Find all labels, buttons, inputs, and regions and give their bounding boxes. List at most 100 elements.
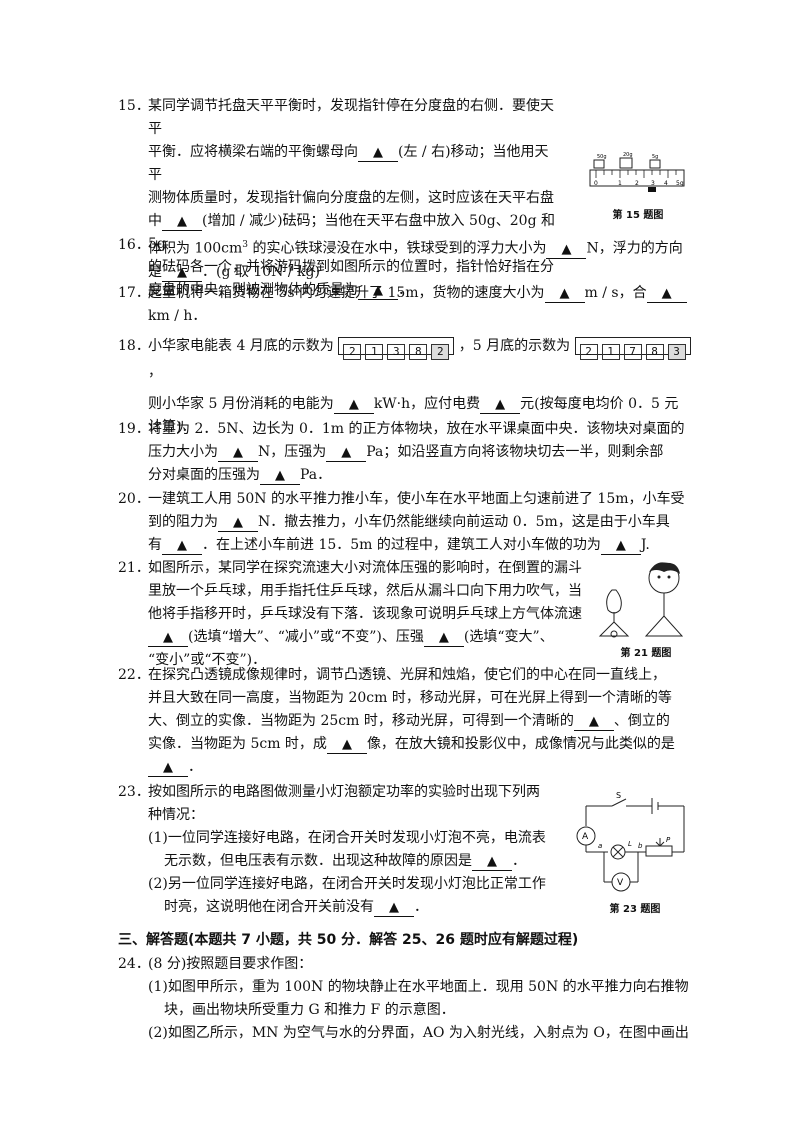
q23-case-1: (1)一位同学连接好电路，在闭合开关时发现小灯泡不亮，电流表 无示数，但电压表有…: [148, 830, 546, 871]
q21-line-4: ▲(选填“增大”、“减小”或“不变”)、压强▲(选填“变大”、: [148, 626, 588, 649]
svg-text:P: P: [666, 836, 671, 844]
rider-marker: [648, 187, 656, 192]
q15-line-2: 平衡．应将横梁右端的平衡螺母向▲(左 / 右)移动；当他用天平: [148, 144, 549, 183]
q23-case-2: (2)另一位同学连接好电路，在闭合开关时发现小灯泡比正常工作 时亮，这说明他在闭…: [148, 876, 546, 917]
question-number: 17．: [118, 285, 150, 301]
answer-blank[interactable]: ▲: [646, 286, 687, 303]
figure-15: 50g 20g 5g 0 1 2 3 4 5g 第 15 题图: [588, 150, 688, 222]
q19-line-2: 压力大小为▲N，压强为▲Pa；如沿竖直方向将该物块切去一半，则剩余部: [148, 444, 664, 462]
question-number: 18．: [118, 338, 150, 354]
answer-blank[interactable]: ▲: [218, 515, 258, 532]
answer-blank[interactable]: ▲: [260, 468, 300, 485]
q15-line-5: 的砝码各一个，并将游码拨到如图所示的位置时，指针恰好指在分: [148, 259, 554, 275]
q16-line-2: 是▲．(g 取 10N / kg): [148, 263, 320, 282]
q22-line-1: 在探究凸透镜成像规律时，调节凸透镜、光屏和烛焰，使它们的中心在同一直线上，: [148, 667, 666, 683]
answer-blank[interactable]: ▲: [546, 242, 587, 259]
q24-line-1: (8 分)按照题目要求作图：: [148, 956, 313, 972]
q17-line-2: km / h．: [148, 308, 207, 324]
svg-text:L: L: [628, 840, 632, 848]
weight-label: 50g: [597, 154, 607, 160]
answer-blank[interactable]: ▲: [148, 760, 188, 777]
ammeter-label: A: [582, 832, 589, 842]
q15-line-4: 中▲(增加 / 减少)砝码；当他在天平右盘中放入 50g、20g 和 5g: [148, 213, 555, 252]
answer-blank[interactable]: ▲: [472, 854, 512, 871]
question-number: 19．: [118, 421, 150, 437]
q21-line-5: “变小”或“不变”)．: [148, 652, 267, 668]
voltmeter-label: V: [617, 878, 624, 888]
answer-blank[interactable]: ▲: [162, 214, 202, 231]
scale-tick-label: 2: [635, 180, 639, 187]
figure-caption: 第 15 题图: [612, 210, 664, 221]
q17-line-1: 起重机将一箱货物在 5s 内匀速提升了 15m，货物的速度大小为▲m / s，合…: [148, 282, 693, 305]
q15-line-1: 某同学调节托盘天平平衡时，发现指针停在分度盘的右侧．要使天平: [148, 98, 554, 137]
scale-tick-label: 3: [651, 180, 655, 187]
answer-blank[interactable]: ▲: [162, 538, 202, 555]
q19-line-3: 分对桌面的压强为▲Pa．: [148, 467, 332, 485]
funnel-experiment-illustration: [598, 562, 684, 638]
question-number: 15．: [118, 98, 150, 114]
question-21: 21． 如图所示，某同学在探究流速大小对流体压强的影响时，在倒置的漏斗 里放一个…: [118, 557, 588, 672]
q15-line-3: 测物体质量时，发现指针偏向分度盘的左侧，这时应该在天平右盘: [148, 190, 554, 206]
svg-text:b: b: [638, 842, 643, 850]
question-15: 15． 某同学调节托盘天平平衡时，发现指针停在分度盘的右侧．要使天平 平衡．应将…: [118, 95, 558, 302]
answer-blank[interactable]: ▲: [326, 445, 367, 462]
q20-line-1: 一建筑工人用 50N 的水平推力推小车，使小车在水平地面上匀速前进了 15m，小…: [148, 491, 685, 507]
answer-blank[interactable]: ▲: [573, 714, 614, 731]
q15-line-6: 度盘的中央，则被测物体的质量为▲．: [148, 282, 412, 300]
answer-blank[interactable]: ▲: [374, 900, 414, 917]
q21-line-3: 他将手指移开时，乒乓球没有下落．该现象可说明乒乓球上方气体流速: [148, 606, 582, 622]
q19-line-1: 将重为 2．5N、边长为 0．1m 的正方体物块，放在水平课桌面中央．该物块对桌…: [148, 421, 685, 437]
q22-line-5: ▲．: [148, 756, 693, 779]
scale-tick-label: 1: [618, 180, 622, 187]
question-number: 22．: [118, 667, 150, 683]
answer-blank[interactable]: ▲: [326, 737, 367, 754]
q23-line-2: 种情况：: [148, 807, 204, 823]
answer-blank[interactable]: ▲: [162, 265, 202, 282]
q24-part-1: (1)如图甲所示，重为 100N 的物块静止在水平地面上．现用 50N 的水平推…: [148, 979, 689, 1018]
section-title: 三、解答题(本题共 7 小题，共 50 分．解答 25、26 题时应有解题过程): [118, 932, 579, 948]
weight-label: 20g: [623, 152, 633, 158]
answer-blank[interactable]: ▲: [423, 630, 464, 647]
q22-line-4: 实像．当物距为 5cm 时，成▲像，在放大镜和投影仪中，成像情况与此类似的是: [148, 736, 675, 754]
question-number: 21．: [118, 560, 150, 576]
figure-23: S A V a b L P 第 23 题图: [576, 790, 694, 915]
answer-blank[interactable]: ▲: [600, 538, 641, 555]
q20-line-2: 到的阻力为▲N．撤去推力，小车仍然能继续向前运动 0．5m，这是由于小车具: [148, 514, 670, 532]
scale-tick-label: 0: [594, 180, 598, 187]
q18-line-2: 则小华家 5 月份消耗的电能为▲kW·h，应付电费▲元(按每度电均价 0．5 元: [148, 396, 679, 414]
answer-blank[interactable]: ▲: [480, 397, 521, 414]
answer-blank[interactable]: ▲: [358, 283, 398, 300]
question-24: 24． (8 分)按照题目要求作图： (1)如图甲所示，重为 100N 的物块静…: [118, 953, 693, 1045]
q22-line-3: 大、倒立的实像．当物距为 25cm 时，移动光屏，可得到一个清晰的▲、倒立的: [148, 713, 670, 731]
question-20: 20． 一建筑工人用 50N 的水平推力推小车，使小车在水平地面上匀速前进了 1…: [118, 488, 693, 557]
answer-blank[interactable]: ▲: [358, 145, 398, 162]
figure-21: 第 21 题图: [594, 560, 698, 659]
question-19: 19． 将重为 2．5N、边长为 0．1m 的正方体物块，放在水平课桌面中央．该…: [118, 418, 693, 487]
answer-blank[interactable]: ▲: [333, 397, 374, 414]
question-number: 23．: [118, 784, 150, 800]
q16-line-1: 体积为 100cm3 的实心铁球浸没在水中，铁球受到的浮力大小为▲N，浮力的方向: [148, 240, 683, 259]
q24-part-2: (2)如图乙所示，MN 为空气与水的分界面，AO 为入射光线，入射点为 O，在图…: [148, 1025, 689, 1041]
question-23: 23． 按如图所示的电路图做测量小灯泡额定功率的实验时出现下列两 种情况： (1…: [118, 781, 568, 919]
figure-caption: 第 23 题图: [609, 904, 661, 915]
q23-line-1: 按如图所示的电路图做测量小灯泡额定功率的实验时出现下列两: [148, 784, 540, 800]
q21-line-1: 如图所示，某同学在探究流速大小对流体压强的影响时，在倒置的漏斗: [148, 560, 582, 576]
answer-blank[interactable]: ▲: [218, 445, 258, 462]
question-number: 16．: [118, 237, 150, 253]
q21-line-2: 里放一个乒乓球，用手指托住乒乓球，然后从漏斗口向下用力吹气，当: [148, 583, 582, 599]
question-16: 16． 体积为 100cm3 的实心铁球浸没在水中，铁球受到的浮力大小为▲N，浮…: [118, 234, 693, 284]
answer-blank[interactable]: ▲: [148, 630, 188, 647]
question-22: 22． 在探究凸透镜成像规律时，调节凸透镜、光屏和烛焰，使它们的中心在同一直线上…: [118, 664, 693, 779]
question-number: 24．: [118, 956, 150, 972]
balance-scale-illustration: 50g 20g 5g 0 1 2 3 4 5g: [589, 152, 685, 192]
answer-blank[interactable]: ▲: [544, 286, 585, 303]
q20-line-3: 有▲．在上述小车前进 15．5m 的过程中，建筑工人对小车做的功为▲J.: [148, 537, 650, 555]
svg-text:a: a: [598, 842, 602, 850]
question-number: 20．: [118, 491, 150, 507]
scale-tick-label: 5g: [676, 180, 684, 187]
